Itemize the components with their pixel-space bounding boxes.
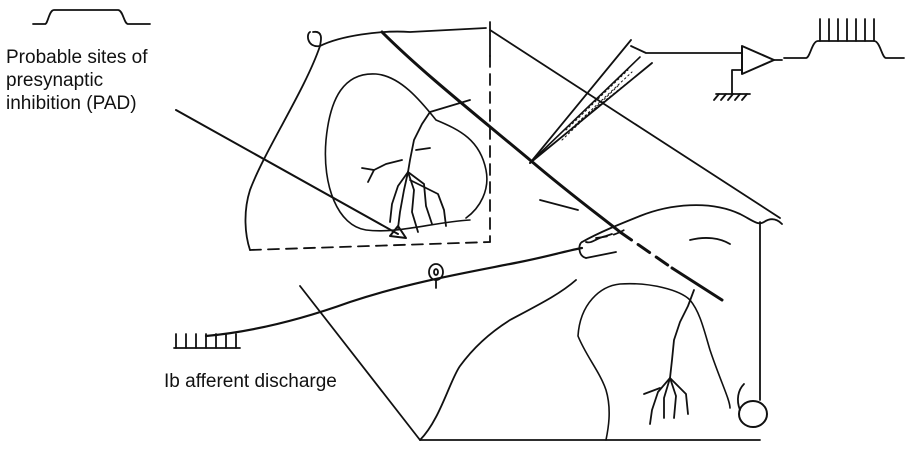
spike-train-trace-icon xyxy=(784,19,904,58)
presynaptic-label-line-3: inhibition (PAD) xyxy=(6,92,148,115)
upper-afferent-terminals xyxy=(362,100,470,232)
amplifier-icon xyxy=(742,46,774,74)
lower-grey-matter xyxy=(578,284,730,440)
presynaptic-label-line-1: Probable sites of xyxy=(6,46,148,69)
presynaptic-label-line-2: presynaptic xyxy=(6,69,148,92)
ground-icon xyxy=(714,70,750,100)
presynaptic-inhibition-label: Probable sites of presynaptic inhibition… xyxy=(6,46,148,115)
lower-cord-segment xyxy=(300,205,782,440)
dorsal-root xyxy=(382,32,722,300)
motoneuron-soma-icon xyxy=(739,401,767,427)
ib-afferent-axon xyxy=(206,248,582,336)
lower-afferent-terminals xyxy=(644,290,694,424)
step-pulse-trace-icon xyxy=(33,10,150,24)
dorsal-root-ganglion-cell-icon xyxy=(429,264,443,288)
microelectrode-icon xyxy=(530,40,742,163)
afferent-discharge-label: Ib afferent discharge xyxy=(164,370,337,393)
